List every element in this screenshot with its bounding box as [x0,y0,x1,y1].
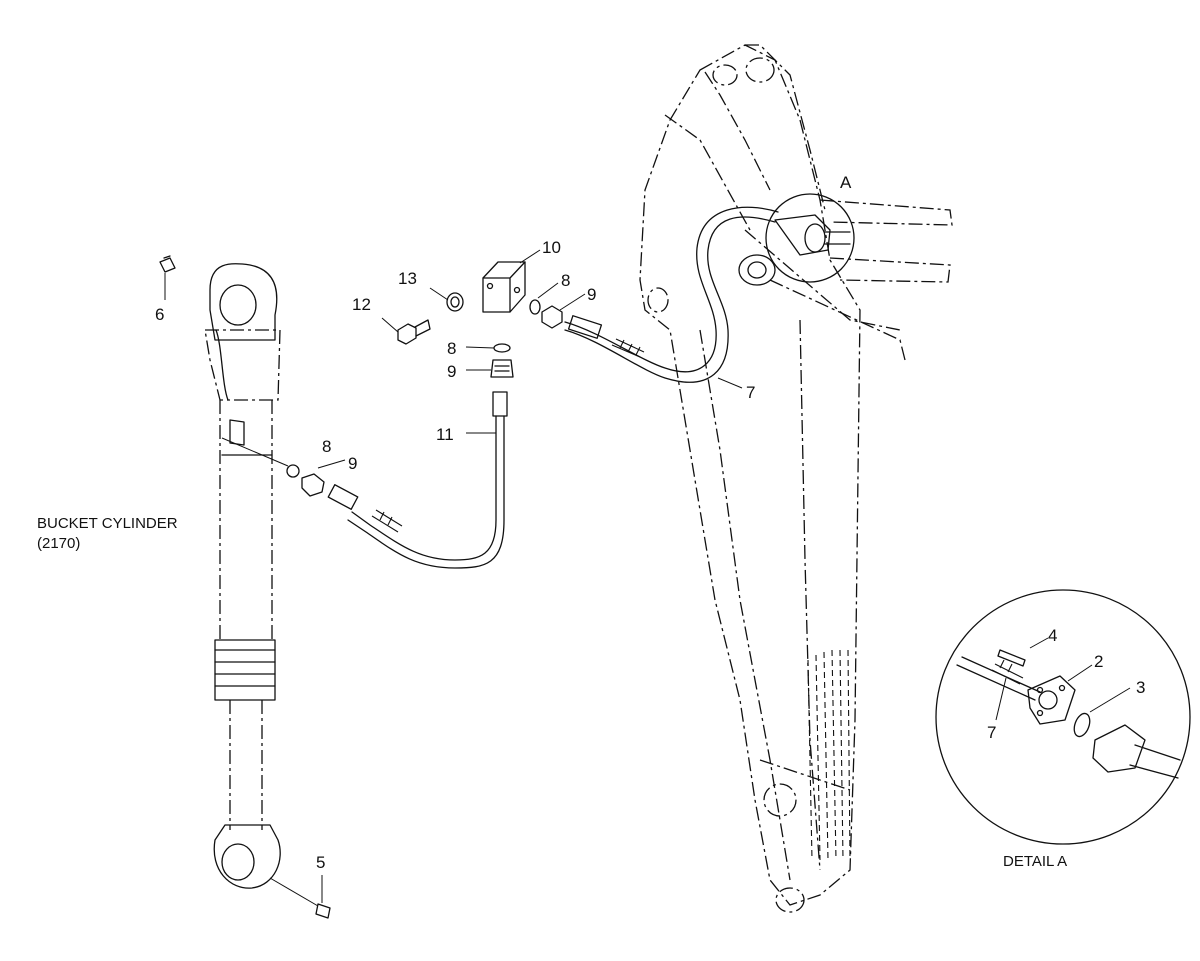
callout-leaders [164,249,1131,907]
bucket-cylinder [204,263,281,889]
block-10 [482,261,526,313]
callout-11: 11 [436,425,454,444]
grease-fitting-5 [315,903,331,919]
oring-8-right [529,299,541,315]
detail-a [935,589,1191,845]
callout-5: 5 [316,853,325,872]
detail-ref-label: A [840,173,852,192]
bucket-cylinder-label: BUCKET CYLINDER [37,515,178,532]
callout-8-bottom: 8 [447,339,456,358]
boom-arm [639,44,953,913]
oring-8-bottom [493,343,511,353]
callout-8-left: 8 [322,437,331,456]
hose-11 [327,391,508,569]
grease-fitting-6 [159,255,176,273]
callout-9-right: 9 [587,285,596,304]
hose-7 [564,206,779,383]
callout-12: 12 [352,295,371,314]
callout-10: 10 [542,238,561,257]
callout-8-right: 8 [561,271,570,290]
callout-7-main: 7 [746,383,755,402]
fitting-9-left [301,473,325,497]
fitting-9-right [541,305,563,329]
bolt-12 [397,319,431,345]
callout-13: 13 [398,269,417,288]
callout-2: 2 [1094,652,1103,671]
callout-3: 3 [1136,678,1145,697]
callout-9-left: 9 [348,454,357,473]
oring-8-left [286,464,300,478]
bucket-cylinder-ref: (2170) [37,535,80,552]
callout-9-bottom: 9 [447,362,456,381]
callout-7-detail: 7 [987,723,996,742]
fitting-9-bottom [490,359,514,378]
washer-13 [446,292,464,312]
callout-4: 4 [1048,626,1057,645]
callout-6: 6 [155,305,164,324]
detail-title: DETAIL A [1003,853,1067,870]
